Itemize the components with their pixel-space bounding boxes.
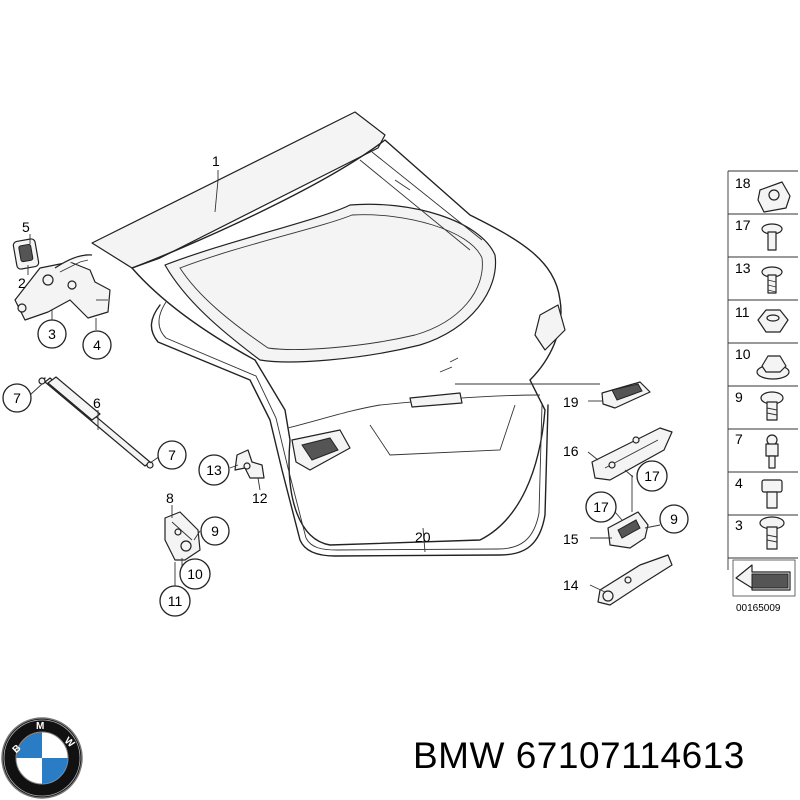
callout-5: 5: [22, 219, 30, 235]
fastener-panel: 18 17 13 11 10: [727, 170, 798, 614]
svg-text:M: M: [36, 721, 44, 732]
callout-4: 4: [82, 330, 112, 360]
panel-label-11: 11: [735, 304, 750, 320]
callout-11: 11: [159, 585, 191, 617]
panel-label-17: 17: [735, 217, 751, 233]
svg-text:4: 4: [93, 337, 101, 353]
screw-icon: [761, 223, 783, 251]
tailgate-part-1: [91, 111, 566, 546]
seal-part-20: [150, 301, 549, 557]
actuator-part-14: [597, 554, 673, 606]
striker-assembly: [164, 511, 201, 561]
bmw-logo: B M W: [1, 717, 83, 799]
callout-10: 10: [179, 558, 211, 590]
nut-icon: [757, 309, 789, 333]
panel-label-7: 7: [735, 431, 743, 447]
lock-part-15: [607, 511, 649, 549]
ball-stud-icon: [765, 434, 779, 469]
leader-lines: [27, 170, 661, 593]
callout-8: 8: [166, 490, 174, 506]
hinge-assembly: [12, 238, 111, 321]
callout-9-right: 9: [659, 504, 689, 534]
panel-label-3: 3: [735, 517, 743, 533]
bolt-icon: [761, 266, 783, 294]
callout-7-top: 7: [2, 383, 32, 413]
clip-icon: [757, 181, 791, 213]
screw-washer-icon: [760, 391, 784, 421]
svg-text:10: 10: [187, 566, 203, 582]
svg-text:17: 17: [644, 468, 660, 484]
callout-7-bottom: 7: [157, 440, 187, 470]
callout-6: 6: [93, 395, 101, 411]
callouts: 1 5 2 6 12 8 20 19 16 15 14: [18, 153, 579, 593]
callout-1: 1: [212, 153, 220, 169]
panel-label-10: 10: [735, 346, 751, 362]
callout-13: 13: [198, 454, 230, 486]
callout-14: 14: [563, 577, 579, 593]
svg-text:11: 11: [168, 593, 183, 609]
caption-brand: BMW: [413, 735, 505, 776]
flange-nut-icon: [756, 355, 790, 380]
svg-text:3: 3: [48, 326, 56, 342]
part-number-caption: BMW 67107114613: [413, 735, 745, 777]
callout-9-left: 9: [200, 516, 230, 546]
arrow-icon: [732, 559, 796, 597]
svg-text:7: 7: [13, 390, 21, 406]
callout-16: 16: [563, 443, 579, 459]
hex-bolt-icon: [761, 479, 783, 509]
callout-2: 2: [18, 275, 26, 291]
svg-text:7: 7: [168, 447, 176, 463]
callout-17-lower: 17: [585, 491, 617, 523]
callout-15: 15: [563, 531, 579, 547]
svg-text:17: 17: [593, 499, 609, 515]
svg-text:9: 9: [211, 523, 219, 539]
collar-screw-icon: [759, 516, 785, 550]
caption-part-number: 67107114613: [515, 735, 745, 776]
callout-20: 20: [415, 529, 431, 545]
svg-text:13: 13: [206, 462, 222, 478]
callout-17-upper: 17: [636, 460, 668, 492]
panel-label-4: 4: [735, 475, 743, 491]
handle-part-19: [601, 381, 651, 409]
drawing-number: 00165009: [736, 603, 781, 614]
gas-strut-part-6: [38, 376, 154, 469]
callout-3: 3: [37, 319, 67, 349]
svg-text:9: 9: [670, 511, 678, 527]
lock-bracket-part-16: [591, 427, 673, 481]
callout-19: 19: [563, 394, 579, 410]
panel-label-18: 18: [735, 175, 751, 191]
bracket-part-12: [234, 449, 265, 479]
circled-callouts: 3 4 7 7 13 9 10 11: [2, 319, 689, 617]
panel-label-9: 9: [735, 389, 743, 405]
callout-12: 12: [252, 490, 268, 506]
panel-label-13: 13: [735, 260, 751, 276]
